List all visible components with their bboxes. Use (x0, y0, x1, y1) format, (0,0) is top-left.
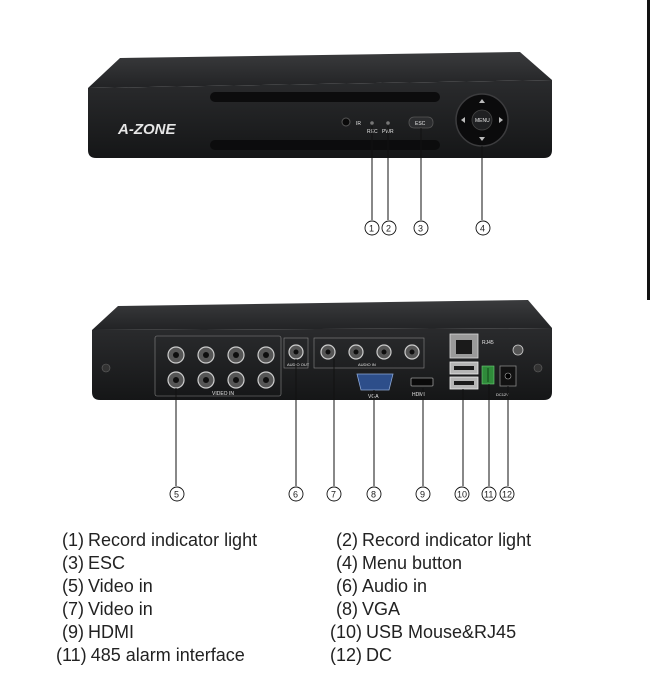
rj45-label: RJ45 (482, 340, 494, 346)
hdmi-port (410, 377, 434, 387)
menu-label: MENU (475, 118, 490, 124)
arrow-down-icon (479, 137, 485, 141)
legend-label: Audio in (362, 576, 428, 596)
arrow-left-icon (461, 117, 465, 123)
legend-label: HDMI (88, 622, 134, 642)
legend-label: Video in (88, 599, 153, 619)
back-callouts: 5 6 7 8 9 10 11 12 (169, 486, 515, 502)
legend-label: ESC (88, 553, 126, 573)
dc-label: DC12V (496, 392, 509, 397)
legend-label: Menu button (362, 553, 463, 573)
legend-label: Video in (88, 576, 153, 596)
image-edge-bar (647, 0, 650, 300)
ir-label: IR (356, 121, 361, 127)
legend-num: (12) (330, 645, 363, 665)
front-vent-top (210, 92, 440, 102)
callout-5: 5 (174, 490, 179, 500)
legend: (1)Record indicator light (2)Record indi… (0, 526, 650, 696)
audio-in-box (313, 337, 425, 369)
legend-label: Record indicator light (88, 530, 258, 550)
ground-screw (512, 344, 524, 356)
front-callouts: 1 2 3 4 (364, 220, 491, 236)
back-leader-lines (175, 359, 509, 486)
callout-3: 3 (418, 224, 423, 234)
legend-num: (10) (330, 622, 363, 642)
dvr-back-view: VIDEO IN AUDIO OUT AUDIO IN VGA HDMI RJ4… (92, 300, 552, 400)
legend-num: (9) (62, 622, 84, 642)
legend-item-10: (10)USB Mouse&RJ45 (330, 621, 516, 643)
legend-label: Record indicator light (362, 530, 532, 550)
hdmi-label: HDMI (412, 392, 425, 398)
video-in-label: VIDEO IN (212, 391, 234, 397)
callout-10: 10 (457, 490, 467, 500)
callout-7: 7 (331, 490, 336, 500)
audio-in-connectors (320, 344, 420, 360)
legend-label: DC (366, 645, 393, 665)
esc-label: ESC (415, 121, 426, 127)
brand-logo: A-ZONE (117, 121, 176, 138)
arrow-right-icon (499, 117, 503, 123)
legend-num: (11) (56, 645, 87, 665)
legend-num: (8) (336, 599, 358, 619)
screw-left (101, 363, 111, 373)
legend-label: USB Mouse&RJ45 (366, 622, 517, 642)
legend-num: (3) (62, 553, 84, 573)
front-vent-bottom (210, 140, 440, 150)
callout-9: 9 (420, 490, 425, 500)
legend-num: (7) (62, 599, 84, 619)
callout-6: 6 (293, 490, 298, 500)
ir-sensor (341, 117, 351, 127)
legend-item-3: (3)ESC (62, 552, 125, 574)
arrow-up-icon (479, 99, 485, 103)
rec-led (370, 121, 374, 125)
legend-item-2: (2)Record indicator light (336, 529, 531, 551)
callout-12: 12 (502, 490, 512, 500)
legend-label: VGA (362, 599, 401, 619)
legend-label: 485 alarm interface (90, 645, 245, 665)
legend-item-9: (9)HDMI (62, 621, 134, 643)
legend-item-11: (11)485 alarm interface (56, 644, 245, 666)
back-panel (92, 328, 552, 400)
video-in-box (154, 335, 282, 397)
legend-item-1: (1)Record indicator light (62, 529, 257, 551)
legend-item-4: (4)Menu button (336, 552, 462, 574)
pwr-led (386, 121, 390, 125)
legend-item-8: (8)VGA (336, 598, 400, 620)
callout-4: 4 (480, 224, 485, 234)
legend-item-12: (12)DC (330, 644, 392, 666)
front-chassis-top (88, 52, 552, 88)
legend-item-5: (5)Video in (62, 575, 153, 597)
audio-out-label: AUDIO OUT (287, 362, 310, 367)
vga-port (356, 373, 394, 391)
screw-right (533, 363, 543, 373)
callout-1: 1 (369, 224, 374, 234)
callout-8: 8 (371, 490, 376, 500)
dvr-front-view: A-ZONE IR REC PWR ESC MENU (88, 52, 552, 158)
back-chassis-top (92, 300, 552, 330)
legend-item-6: (6)Audio in (336, 575, 427, 597)
legend-item-7: (7)Video in (62, 598, 153, 620)
callout-2: 2 (386, 224, 391, 234)
legend-num: (5) (62, 576, 84, 596)
menu-button[interactable] (471, 109, 493, 131)
legend-num: (4) (336, 553, 358, 573)
legend-num: (2) (336, 530, 358, 550)
audio-in-label: AUDIO IN (358, 362, 376, 367)
callout-11: 11 (484, 490, 493, 500)
legend-num: (6) (336, 576, 358, 596)
legend-num: (1) (62, 530, 84, 550)
front-leader-lines (371, 126, 483, 220)
dvr-diagram: A-ZONE IR REC PWR ESC MENU 1 2 3 4 (88, 52, 552, 502)
